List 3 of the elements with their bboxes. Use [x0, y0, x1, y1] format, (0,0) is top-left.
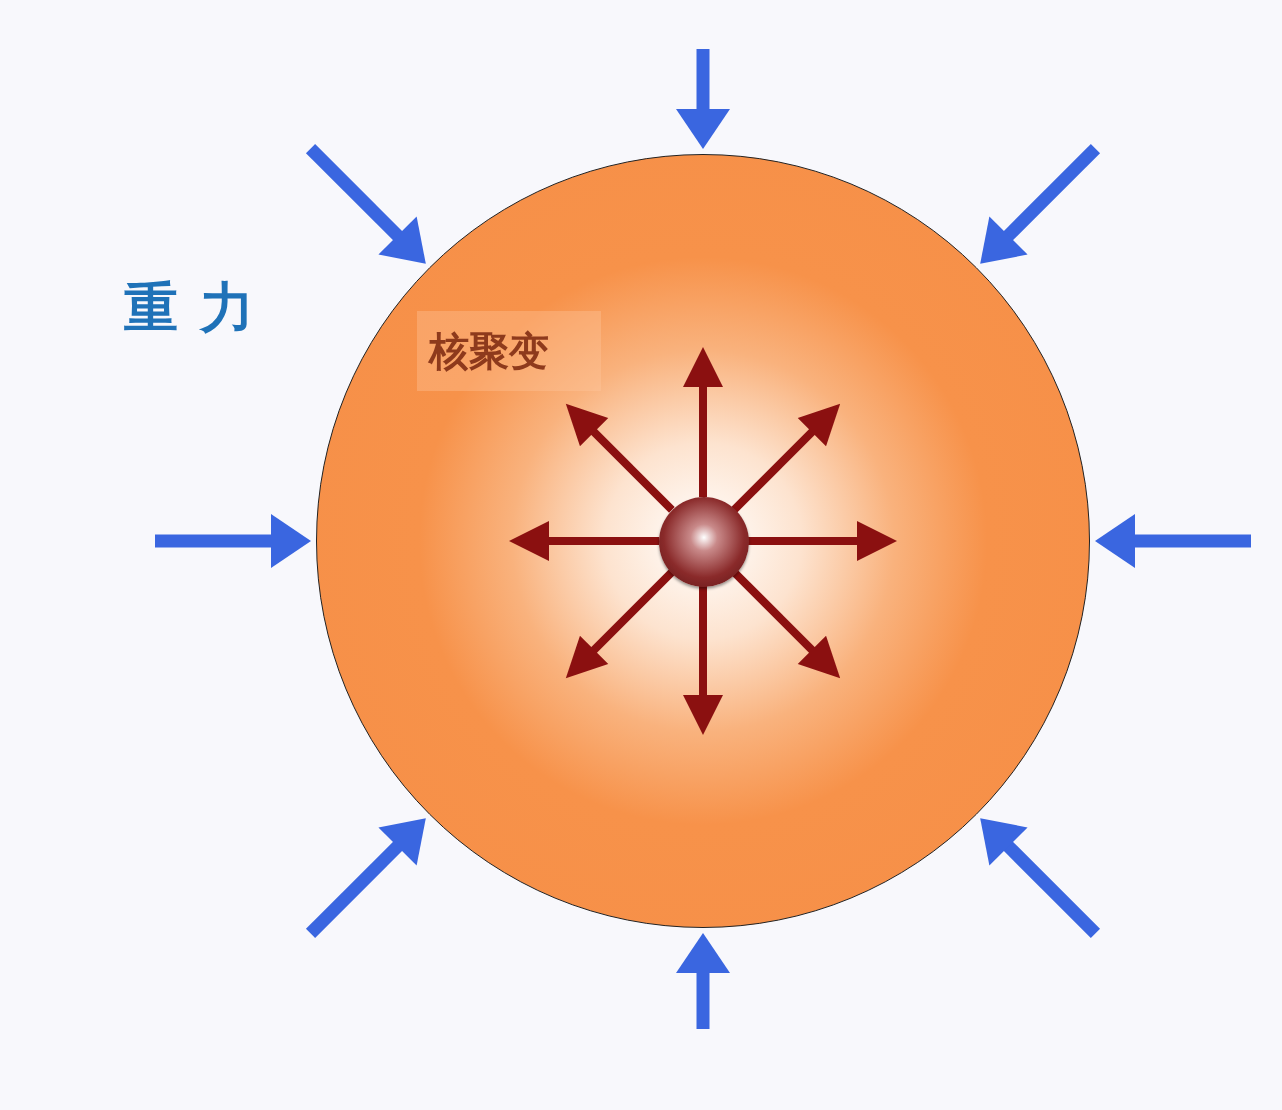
fusion-label: 核聚变 — [429, 326, 549, 376]
core-ball — [659, 497, 749, 587]
gravity-label: 重力 — [124, 275, 276, 341]
